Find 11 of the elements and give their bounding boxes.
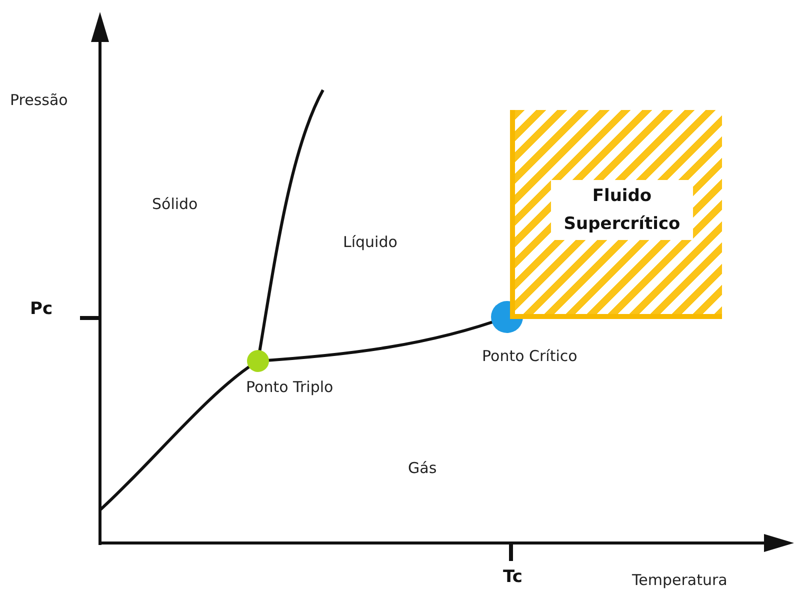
region-label: Gás (408, 459, 437, 477)
tick-label: Tc (503, 568, 522, 586)
tick-label: Pc (30, 300, 53, 318)
axis-title: Temperatura (632, 571, 728, 589)
point-label: Ponto Triplo (246, 378, 334, 396)
point-label: Ponto Crítico (482, 347, 578, 365)
region-label: Líquido (343, 233, 398, 251)
axis-title: Pressão (10, 91, 68, 109)
region-label: Sólido (152, 195, 198, 213)
region-label: Fluido Supercrítico (551, 180, 693, 240)
hatched-region (510, 110, 722, 319)
